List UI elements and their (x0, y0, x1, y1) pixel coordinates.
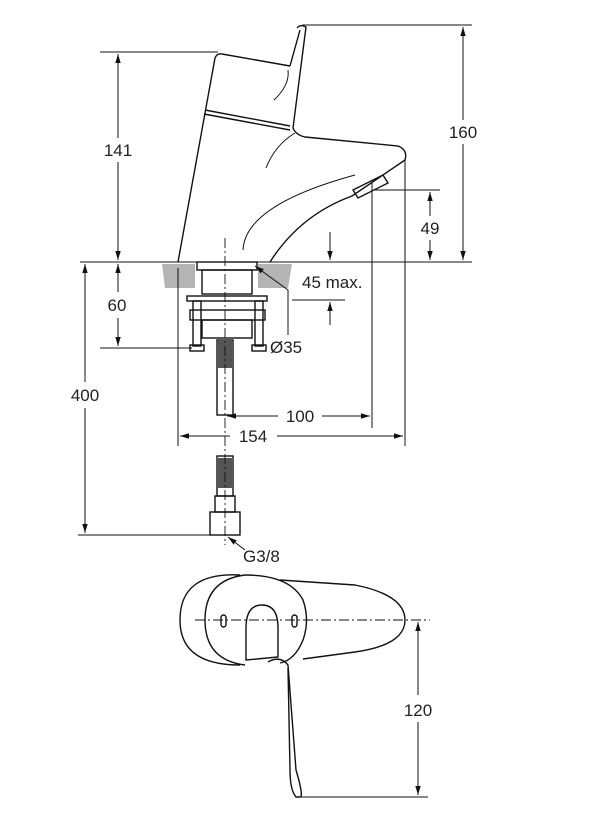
faucet-top-view (179, 574, 430, 798)
dim-141: 141 (104, 141, 132, 160)
dim-diameter-35: Ø35 (270, 338, 302, 357)
dim-120: 120 (404, 701, 432, 720)
dim-49: 49 (421, 219, 440, 238)
countertop (162, 264, 292, 288)
dimension-lines (82, 27, 466, 795)
dim-100: 100 (286, 407, 314, 426)
dim-160: 160 (449, 123, 477, 142)
dim-60: 60 (108, 296, 127, 315)
faucet-side-view (177, 25, 407, 536)
dim-45-max: 45 max. (302, 273, 362, 292)
extension-lines (78, 24, 472, 536)
dim-400: 400 (71, 386, 99, 405)
dim-154: 154 (239, 427, 267, 446)
thread-label: G3/8 (243, 547, 280, 566)
